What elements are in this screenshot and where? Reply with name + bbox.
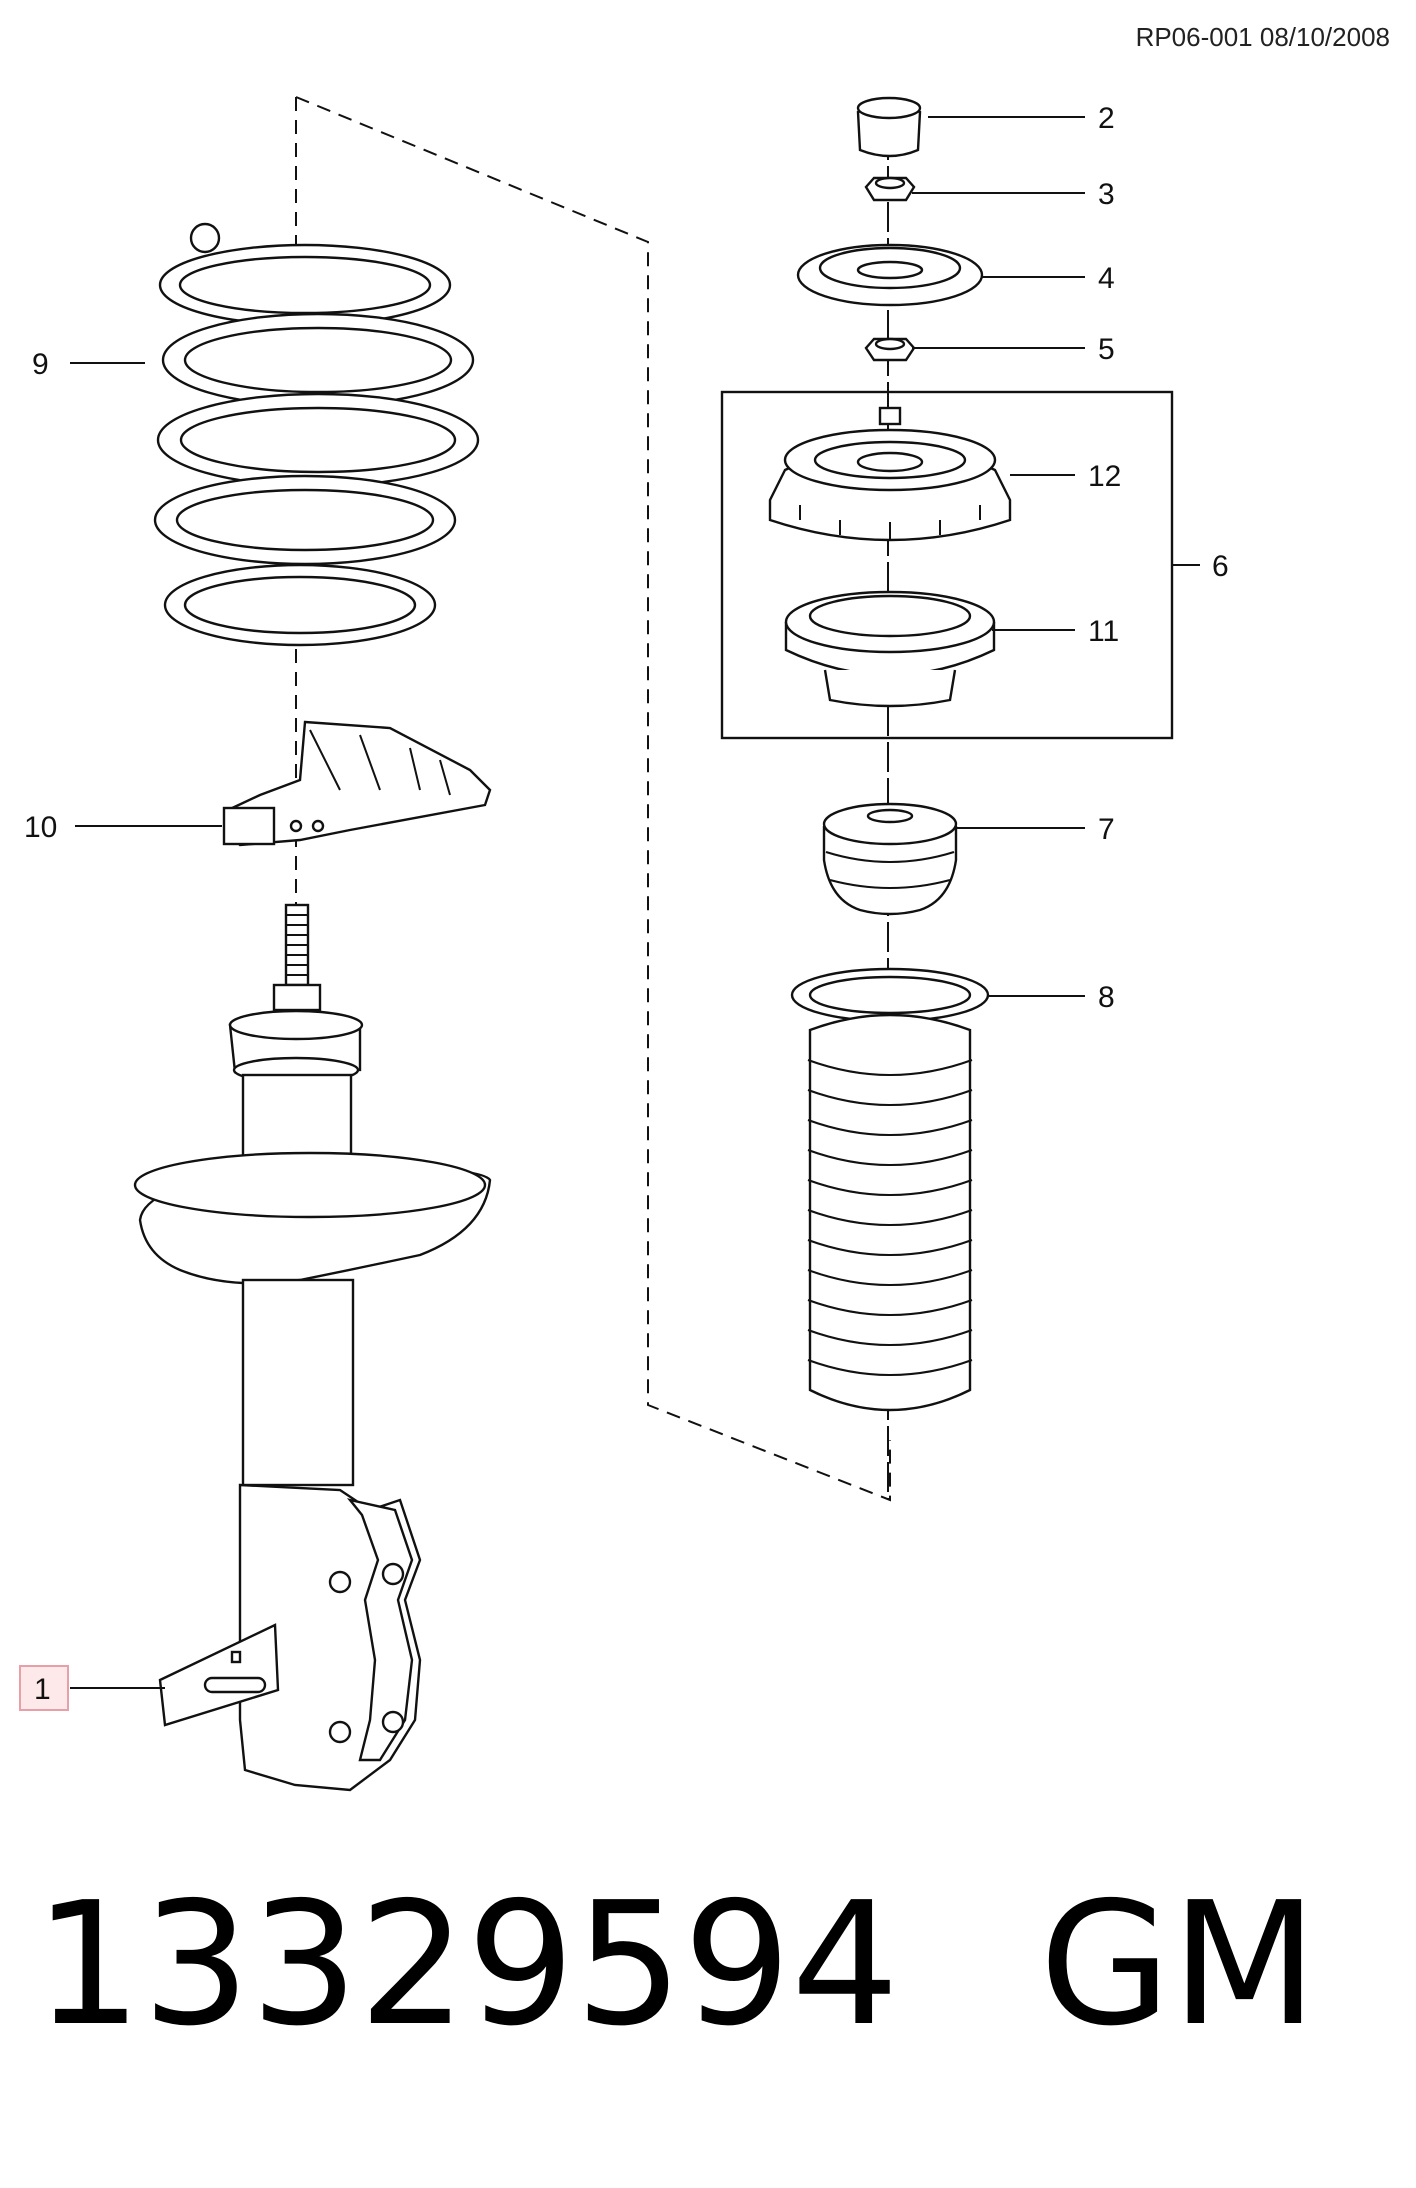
callout-4: 4 [1098, 262, 1115, 295]
dust-boot[interactable] [790, 967, 990, 1412]
callout-6: 6 [1212, 550, 1229, 583]
callout-7: 7 [1098, 813, 1115, 846]
coil-spring[interactable] [153, 222, 480, 647]
part-number: 13329594 [34, 1866, 900, 2064]
top-nut[interactable] [864, 176, 916, 202]
callout-10: 10 [24, 811, 57, 844]
upper-washer[interactable] [796, 243, 984, 307]
strut-bearing[interactable] [784, 590, 996, 708]
spring-seat-bracket[interactable] [222, 720, 492, 847]
callout-11: 11 [1088, 615, 1119, 648]
brand-name: GM [1039, 1866, 1318, 2064]
strut-exploded-diagram: 2 3 4 5 12 11 6 7 8 9 10 1 [19, 96, 1229, 1792]
callout-8: 8 [1098, 981, 1115, 1014]
callout-9: 9 [32, 348, 49, 381]
assembly-dashed-outline [295, 96, 891, 1502]
lower-nut[interactable] [864, 337, 916, 362]
callout-1-highlight-box[interactable] [19, 1665, 69, 1711]
bump-stop[interactable] [822, 802, 958, 916]
callout-3: 3 [1098, 178, 1115, 211]
callout-5: 5 [1098, 333, 1115, 366]
strut-body[interactable] [133, 903, 492, 1792]
callout-12: 12 [1088, 460, 1121, 493]
dust-cap[interactable] [856, 96, 922, 158]
callout-2: 2 [1098, 102, 1115, 135]
drawing-reference: RP06-001 08/10/2008 [1135, 22, 1390, 52]
strut-mount[interactable] [768, 406, 1012, 542]
callout-1: 1 [34, 1673, 51, 1706]
